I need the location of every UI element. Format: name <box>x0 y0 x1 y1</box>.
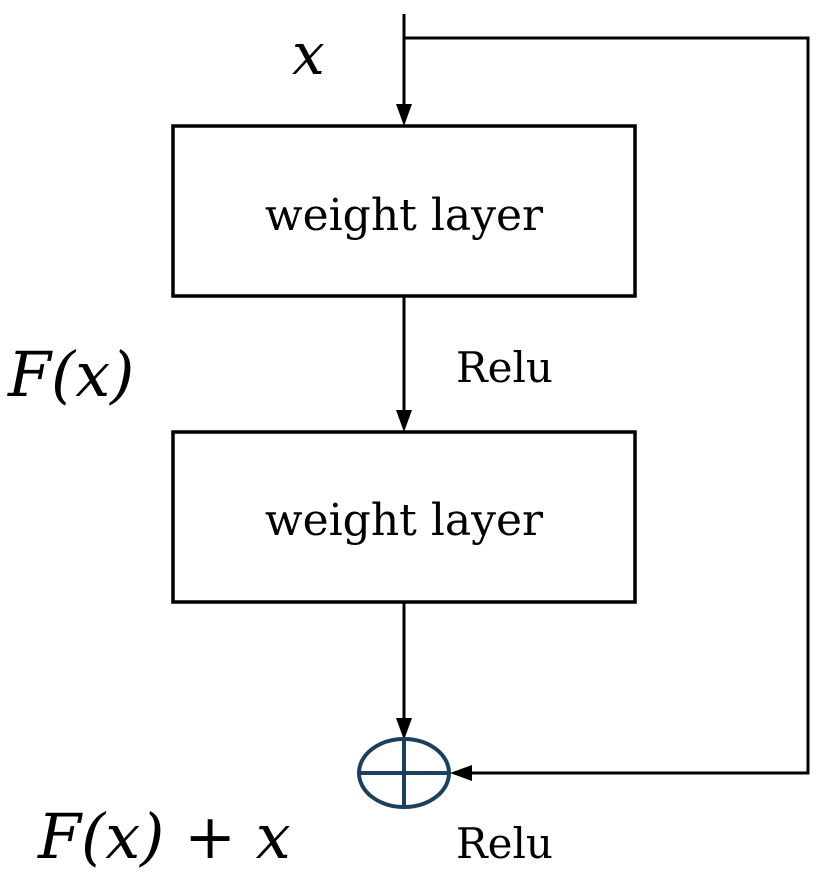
input-x-label: x <box>292 20 325 88</box>
weight-layer-1-label: weight layer <box>265 190 544 241</box>
relu-label-2: Relu <box>456 819 553 868</box>
intermediate-arrowhead <box>396 410 412 432</box>
add-node <box>357 737 451 809</box>
output-sum-label: F(x) + x <box>37 800 291 873</box>
skip-connection-edge <box>404 36 810 775</box>
relu-label-1: Relu <box>456 343 553 392</box>
weight-layer-1 <box>171 124 637 298</box>
input-arrowhead <box>396 104 412 126</box>
skip-connection-arrowhead <box>450 765 472 781</box>
weight-layer-2 <box>171 430 637 604</box>
weight-layer-2-label: weight layer <box>265 495 544 546</box>
output-arrowhead <box>396 718 412 740</box>
residual-fx-label: F(x) <box>7 338 134 411</box>
